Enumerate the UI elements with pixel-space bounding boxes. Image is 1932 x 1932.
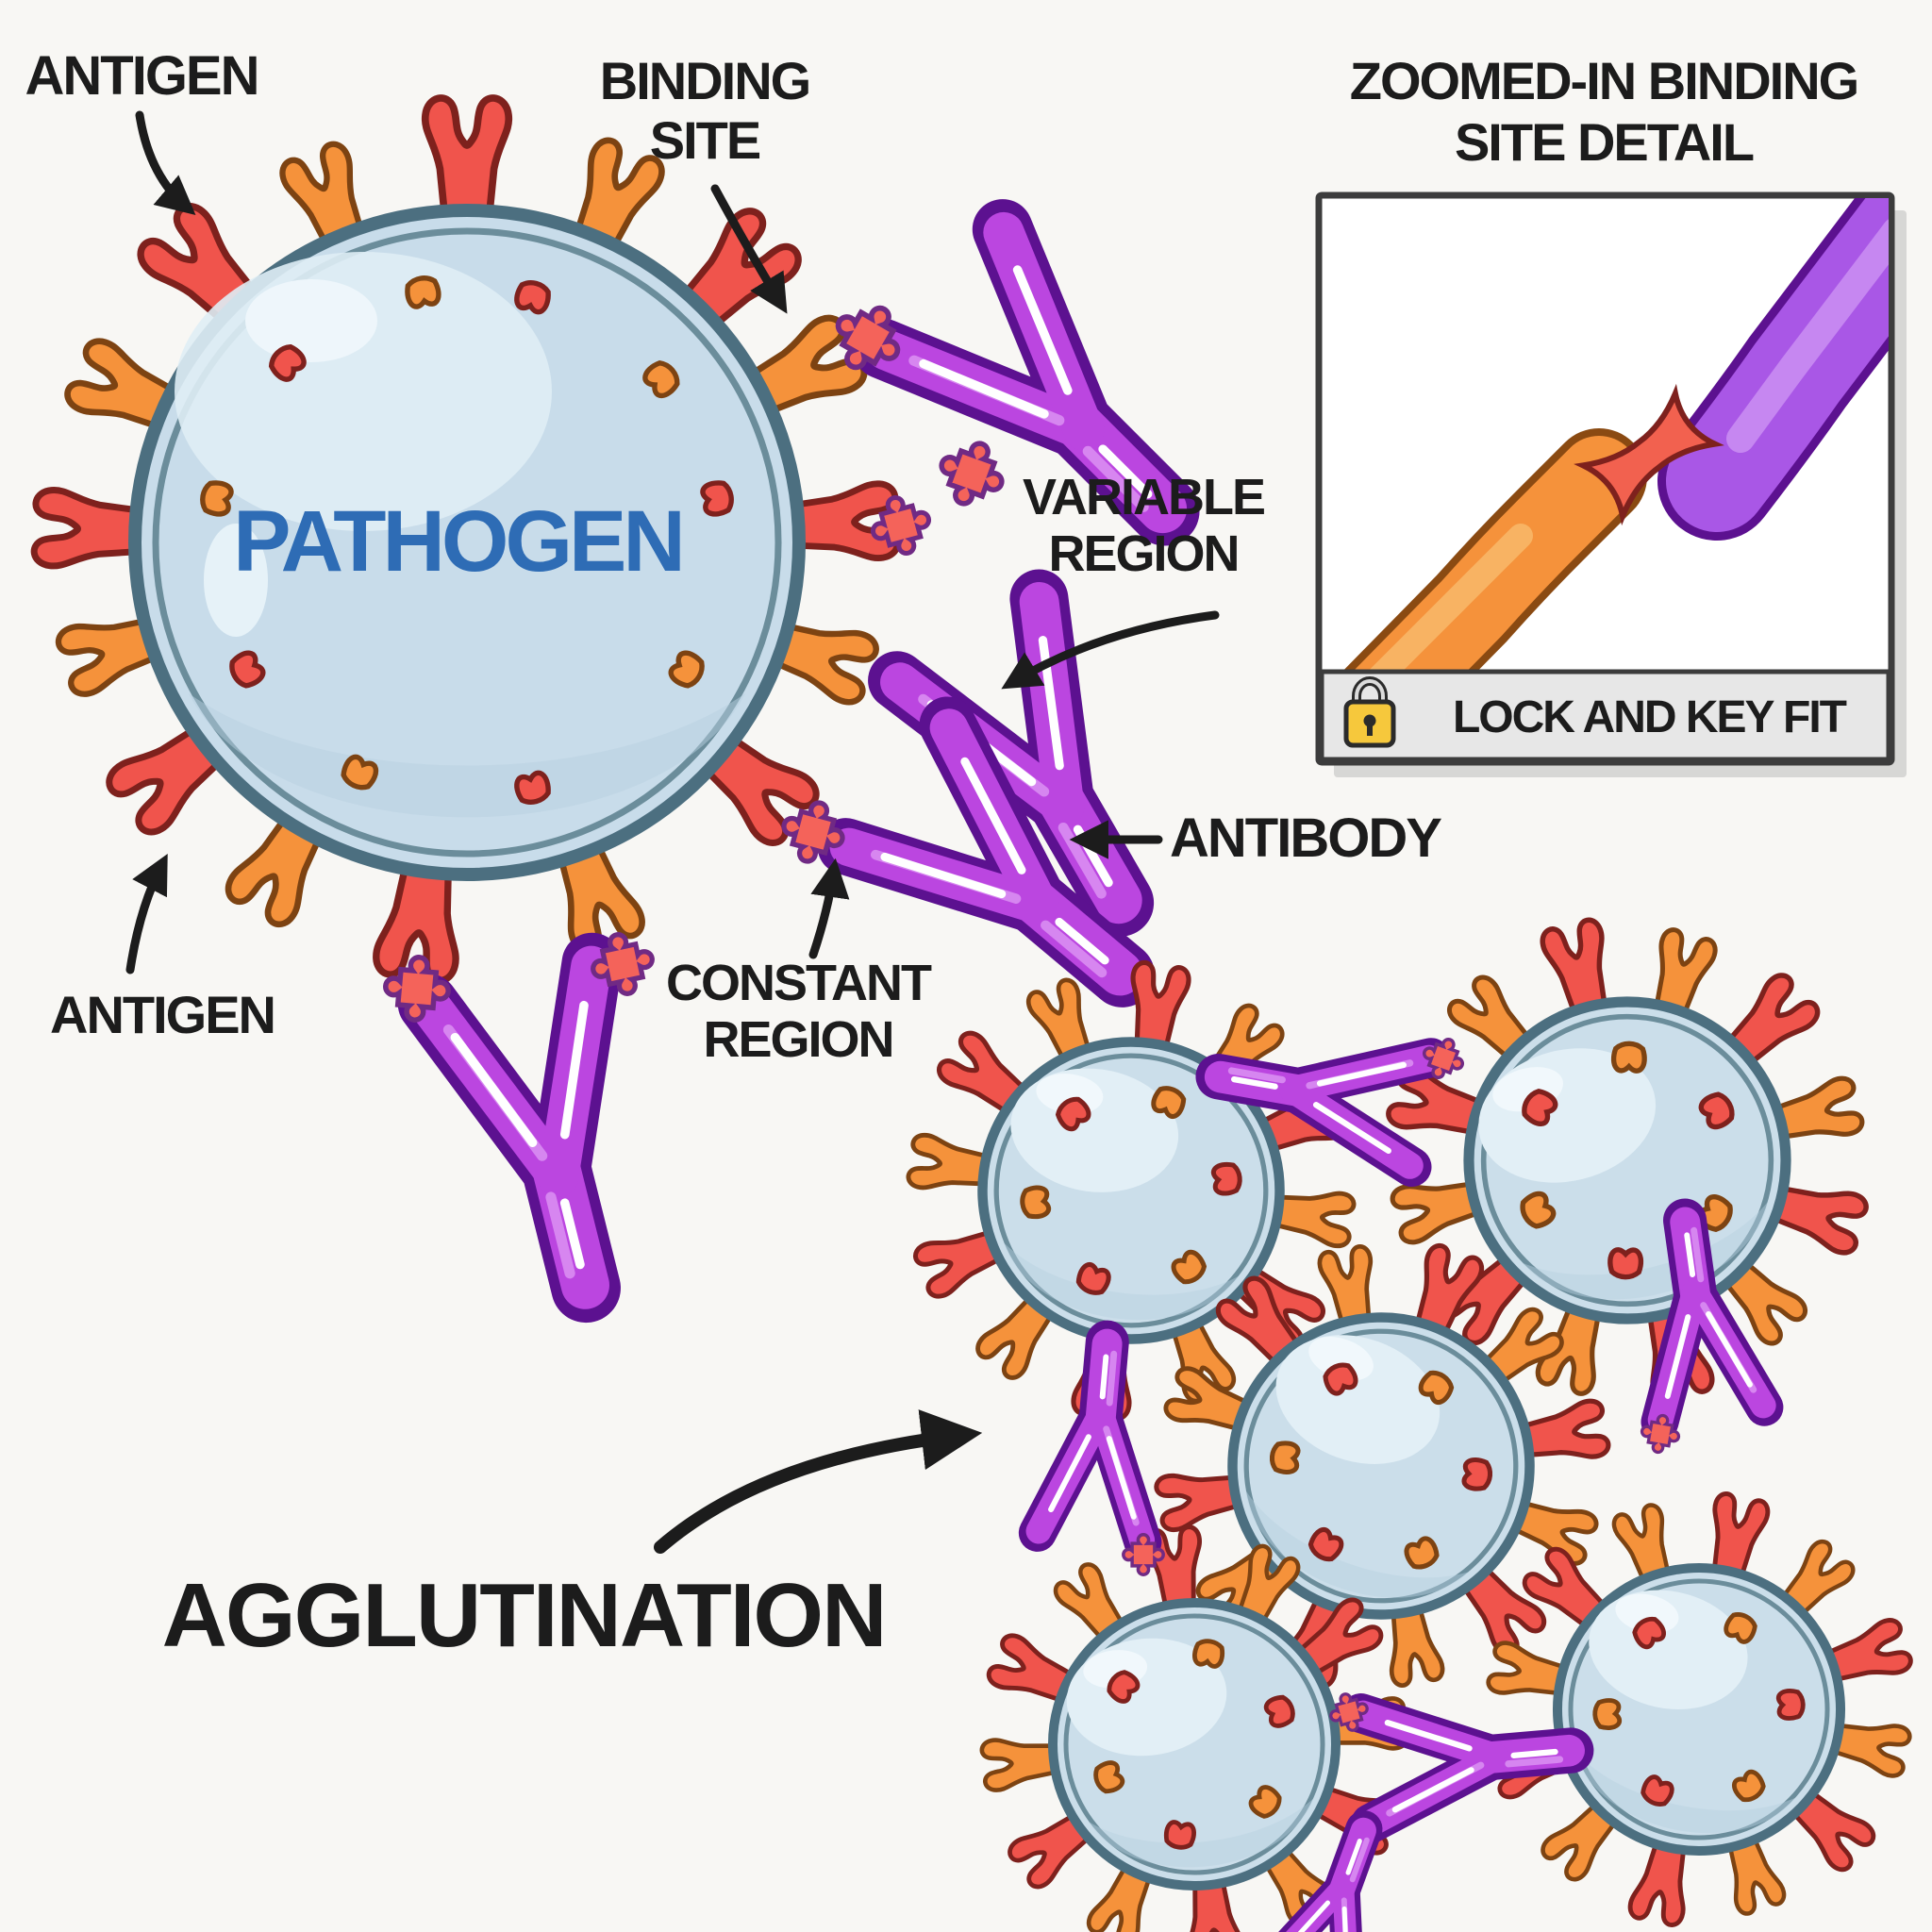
binding-site-label-line2: SITE [650,110,760,170]
lock-key-caption-bar [1319,669,1891,762]
binding-connector-floating [931,433,1011,513]
antibody-label: ANTIBODY [1170,808,1441,869]
constant-region-label-line2: REGION [703,1011,892,1068]
variable-region-arrow [1001,610,1220,690]
lock-key-caption: LOCK AND KEY FIT [1453,692,1847,742]
detail-antigen-arm [1341,428,1647,672]
binding-site-label-line1: BINDING [600,51,809,110]
variable-region-label-line2: REGION [1048,525,1238,582]
agglutination-cluster [879,867,1932,1932]
antigen-stub [702,481,734,516]
antigen-top-label: ANTIGEN [25,45,258,107]
antigen-bottom-label: ANTIGEN [50,985,275,1044]
variable-region-label-line1: VARIABLE [1023,469,1264,525]
antigen-bottom-arrow [125,853,168,974]
cluster-antibody [1361,1695,1576,1824]
cluster-antibody [1038,1338,1160,1542]
detail-panel-title-line2: SITE DETAIL [1455,112,1754,172]
antigen-stub [406,275,441,308]
antigen-top-arrow [135,110,196,216]
padlock-icon [1343,676,1396,748]
pathogen-inner-membrane [152,227,782,858]
pathogen-cell-main [34,98,898,982]
constant-region-arrow [808,858,850,959]
detail-binding-connector [1574,383,1724,526]
detail-panel-title-line1: ZOOMED-IN BINDING [1350,51,1857,110]
detail-antibody-arm [1657,198,1889,541]
constant-region-label-line1: CONSTANT [666,955,932,1011]
antigen-stub [200,481,232,516]
pathogen-label: PATHOGEN [233,493,682,590]
agglutination-arrow [654,1409,983,1554]
antibody-bound-bottom [428,963,668,1308]
agglutination-label: AGGLUTINATION [162,1565,886,1666]
binding-detail-panel: LOCK AND KEY FIT [1315,192,1907,777]
binding-site-arrow [710,184,788,314]
